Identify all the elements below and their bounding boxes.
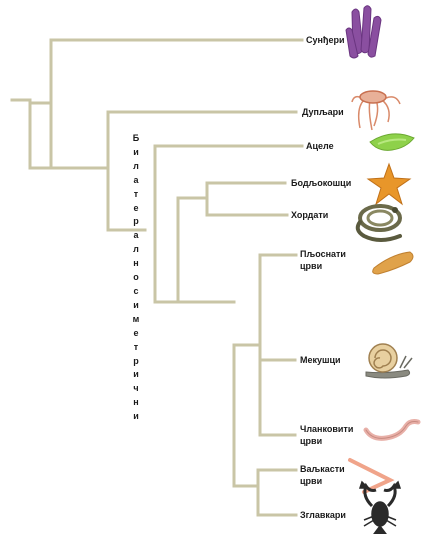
label-nematodes: Ваљкасти црви bbox=[300, 463, 350, 487]
jellyfish-icon bbox=[352, 91, 400, 130]
sponge-icon bbox=[346, 6, 381, 58]
label-flatworms: Пљоснати црви bbox=[300, 248, 344, 272]
label-echinoderms: Бодљокошци bbox=[291, 177, 351, 189]
label-chordates: Хордати bbox=[291, 209, 328, 221]
label-molluscs: Мекушци bbox=[300, 354, 341, 366]
label-acoela: Ацеле bbox=[306, 140, 334, 152]
roundworm-icon bbox=[350, 460, 390, 492]
acoela-worm-icon bbox=[370, 134, 414, 151]
label-annelids: Чланковити црви bbox=[300, 423, 364, 447]
label-arthropods: Зглавкари bbox=[300, 509, 346, 521]
snake-icon bbox=[358, 206, 400, 240]
earthworm-icon bbox=[366, 422, 418, 439]
lobster-icon bbox=[360, 482, 400, 534]
starfish-icon bbox=[368, 164, 410, 204]
label-porifera: Сунђери bbox=[306, 34, 344, 46]
tree-branches bbox=[12, 40, 302, 515]
label-cnidaria: Дупљари bbox=[302, 106, 344, 118]
snail-icon bbox=[366, 344, 412, 378]
flatworm-icon bbox=[373, 252, 413, 274]
